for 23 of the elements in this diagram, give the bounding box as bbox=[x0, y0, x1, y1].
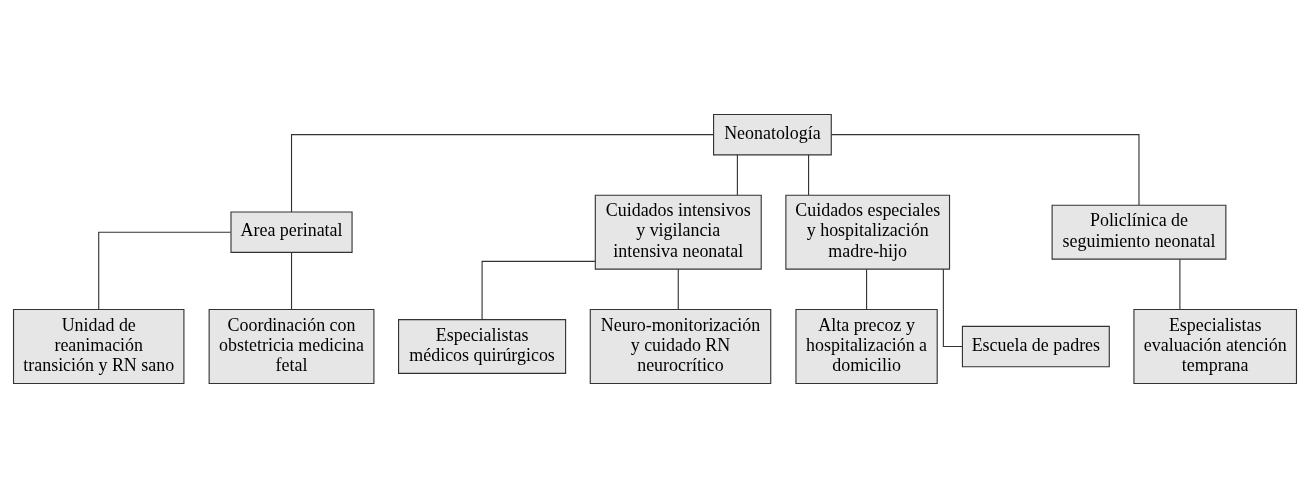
node-box: Cuidados especiales y hospitalización madre-hijo bbox=[785, 194, 951, 270]
node-box: Cuidados intensivos y vigilancia intensiva neonatal bbox=[594, 194, 762, 270]
node-box: Policlínica de seguimiento neonatal bbox=[1051, 204, 1227, 260]
node-box: Unidad de reanimación transición y RN sano bbox=[12, 308, 185, 385]
connector bbox=[677, 268, 679, 310]
node-box: Alta precoz y hospitalización a domicilio bbox=[795, 308, 938, 385]
connector bbox=[481, 260, 596, 321]
connector bbox=[866, 268, 868, 310]
node-box: Neuro-monitorización y cuidado RN neurocrítico bbox=[589, 308, 772, 385]
connector bbox=[808, 154, 810, 196]
connector bbox=[736, 154, 738, 196]
node-box: Escuela de padres bbox=[961, 325, 1110, 368]
node-box: Area perinatal bbox=[230, 211, 353, 253]
connector bbox=[290, 252, 293, 310]
node-box: Especialistas médicos quirúrgicos bbox=[398, 319, 567, 374]
connector bbox=[830, 134, 1140, 206]
connector bbox=[98, 231, 232, 310]
connector bbox=[290, 134, 714, 213]
connector bbox=[1179, 258, 1181, 310]
node-box: Coordinación con obstetricia medicina fetal bbox=[208, 308, 375, 385]
connector bbox=[942, 268, 963, 348]
node-box: Especialistas evaluación atención temprana bbox=[1133, 308, 1298, 385]
node-box: Neonatología bbox=[713, 113, 832, 156]
